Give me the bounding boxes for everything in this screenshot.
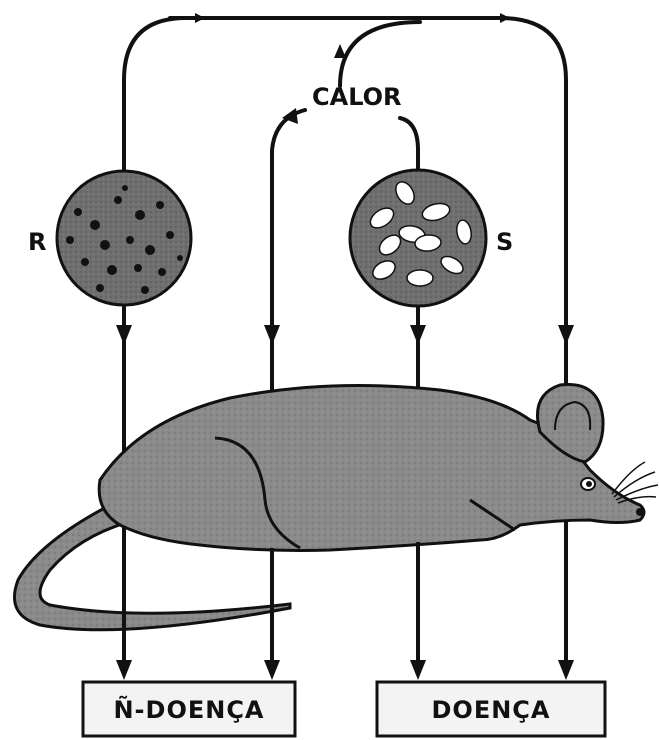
connector-r-up: [124, 18, 566, 330]
mid-arrowheads: [116, 325, 574, 345]
calor-arrow-left: [272, 110, 305, 330]
calor-arrow-head-up: [334, 44, 346, 58]
dish-r: [57, 171, 191, 305]
heat-label: CALOR: [312, 83, 402, 111]
mouse-nose: [636, 508, 644, 516]
disease-label: DOENÇA: [432, 696, 551, 724]
mouse: [14, 384, 658, 629]
calor-loop: [400, 118, 418, 175]
calor-loop-top: [340, 22, 420, 86]
no-disease-label: Ñ-DOENÇA: [113, 695, 264, 724]
strain-r-label: R: [28, 228, 46, 256]
strain-s-label: S: [496, 228, 513, 256]
bottom-arrowheads: [116, 660, 574, 680]
vertical-lines: [124, 80, 566, 672]
outcome-disease: DOENÇA: [377, 682, 605, 736]
dish-s: [350, 170, 486, 306]
top-connector: [124, 18, 566, 330]
outcome-no-disease: Ñ-DOENÇA: [83, 682, 295, 736]
